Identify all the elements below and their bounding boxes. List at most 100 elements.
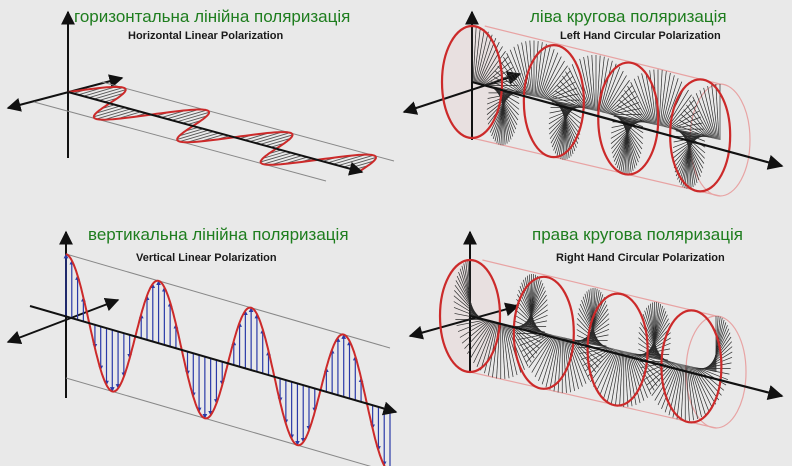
field-vector — [467, 260, 472, 317]
field-vector — [515, 309, 543, 333]
field-vector — [500, 61, 525, 95]
field-vector — [484, 321, 497, 374]
field-vector — [476, 34, 493, 84]
field-vector — [633, 78, 653, 125]
field-vector — [472, 26, 477, 83]
field-vector — [647, 314, 668, 357]
field-vector — [521, 333, 551, 352]
helix-ring — [512, 275, 575, 390]
field-vector — [484, 67, 514, 86]
field-vector — [479, 46, 503, 85]
field-vector — [95, 105, 121, 114]
propagation-axis — [29, 305, 398, 416]
field-vector — [453, 295, 482, 319]
cylinder-edge — [482, 259, 717, 317]
field-vector — [523, 334, 552, 358]
field-vector — [474, 29, 485, 83]
field-vector — [571, 338, 597, 373]
field-vector — [603, 349, 619, 399]
field-vector — [539, 52, 559, 99]
helix-ring — [660, 309, 723, 424]
field-vector — [708, 328, 730, 371]
field-vector — [507, 324, 529, 367]
field-vector — [587, 55, 595, 111]
field-vector — [473, 27, 481, 83]
field-vector — [634, 353, 663, 377]
field-vector — [504, 323, 518, 376]
field-vector — [536, 43, 547, 98]
vertical-label-en: Vertical Linear Polarization — [136, 252, 277, 264]
field-vector — [710, 322, 727, 371]
field-vector — [576, 329, 606, 348]
field-vector — [624, 118, 629, 175]
field-vector — [537, 46, 551, 98]
field-vector — [515, 315, 544, 334]
field-vector — [564, 337, 575, 392]
field-vector — [651, 303, 662, 358]
field-vector — [549, 106, 580, 114]
field-vector — [644, 361, 674, 380]
field-vector — [557, 336, 562, 393]
field-vector — [104, 109, 136, 121]
field-vector — [615, 110, 645, 123]
field-vector — [538, 49, 555, 98]
horizontal-label-en: Horizontal Linear Polarization — [128, 30, 284, 42]
field-vector — [596, 349, 617, 392]
field-vector — [527, 277, 540, 330]
field-vector — [88, 87, 124, 99]
field-vector — [713, 316, 721, 372]
field-vector — [549, 336, 560, 390]
field-vector — [654, 362, 678, 401]
depth-axis — [6, 297, 120, 345]
field-vector — [624, 90, 649, 124]
field-vector — [648, 311, 667, 357]
field-vector — [469, 320, 493, 359]
field-vector — [543, 65, 568, 99]
field-vector — [554, 90, 584, 109]
field-vector — [616, 119, 633, 169]
field-vector — [502, 323, 510, 379]
field-vector — [255, 132, 291, 144]
field-vector — [641, 73, 655, 125]
field-vector — [676, 364, 684, 420]
field-vector — [480, 321, 496, 371]
field-vector — [638, 349, 668, 362]
field-vector — [619, 350, 624, 407]
field-vector — [263, 153, 298, 165]
field-vector — [681, 114, 709, 138]
left-circular-panel — [402, 10, 784, 197]
field-vector — [579, 58, 593, 111]
guide-rail — [65, 253, 391, 349]
field-vector — [658, 70, 663, 126]
field-vector — [574, 339, 604, 358]
field-vector — [508, 324, 532, 363]
field-vector — [709, 325, 728, 371]
field-vector — [607, 349, 620, 402]
field-vector — [621, 94, 648, 124]
field-vector — [592, 348, 616, 387]
helix-ring — [440, 24, 504, 140]
field-vector — [715, 84, 720, 140]
field-vector — [525, 334, 553, 363]
field-vector — [695, 93, 715, 139]
field-vector — [686, 132, 691, 189]
helix-ring — [586, 292, 649, 407]
field-vector — [562, 75, 587, 110]
propagation-axis — [471, 80, 784, 170]
field-vector — [601, 67, 621, 113]
field-vector — [661, 363, 680, 410]
field-vector — [602, 70, 624, 113]
field-vector — [266, 138, 291, 147]
right-circular-label-en: Right Hand Circular Polarization — [556, 252, 725, 264]
field-vector — [534, 41, 539, 97]
field-vector — [672, 364, 683, 418]
vertical-label-uk: вертикальна лінійна поляризація — [88, 225, 349, 244]
field-vector — [576, 323, 605, 347]
field-vector — [685, 365, 690, 421]
field-vector — [693, 366, 717, 405]
right-circular-label-uk: права кругова поляризація — [532, 225, 743, 244]
field-vector — [608, 96, 638, 115]
field-vector — [566, 337, 579, 390]
field-vector — [540, 56, 562, 99]
field-vector — [650, 305, 663, 358]
